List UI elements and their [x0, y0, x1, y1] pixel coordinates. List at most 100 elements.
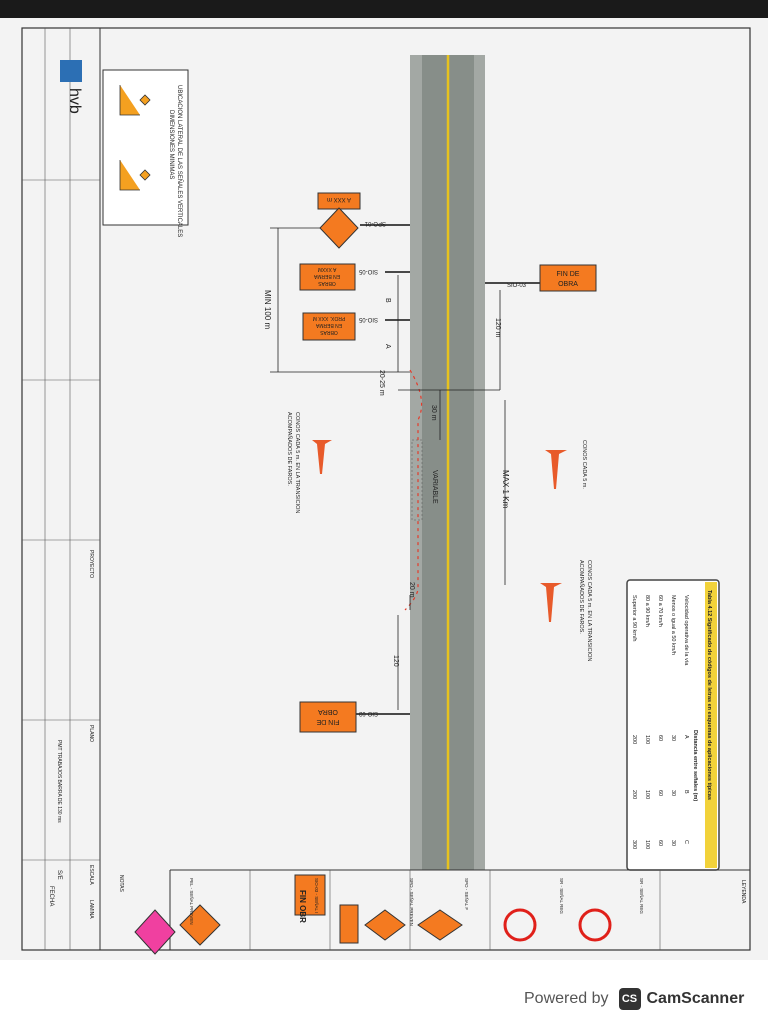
cone-icons	[312, 440, 567, 622]
hvb-logo-icon	[60, 60, 82, 82]
inset-subtitle: DIMENSIONES MINIMAS	[168, 110, 174, 179]
dim-20: 20 m	[408, 582, 415, 598]
fin-top-line2: OBRA	[558, 281, 578, 288]
note-cones-right-transition-1: CONOS CADA 5 m. EN LA TRANSICION	[586, 560, 592, 661]
fin-top-line1: FIN DE	[557, 271, 580, 278]
fin-bottom-code: SIO-03	[358, 710, 378, 716]
table-header-cell: B	[683, 790, 689, 794]
dim-120-bottom: 120	[392, 655, 399, 667]
inset-sign-sketch-icon	[119, 85, 151, 191]
table-cell: 200	[631, 735, 637, 744]
table-cell: 60 a 70 km/h	[657, 595, 663, 627]
sio05a-line2: EN BERMA	[313, 273, 340, 279]
scale-value: S/E	[56, 870, 62, 880]
sign-fin-de-obra-bottom: FIN DE OBRA SIO-03	[299, 701, 410, 733]
legend-item-label: SR - SEÑAL REG	[559, 878, 565, 914]
sio05a-code: SIO-05	[358, 268, 378, 274]
sign-sio-05-a: OBRAS EN BERMA A XXXM SIO-05	[299, 263, 410, 291]
table-cell: 60	[657, 735, 663, 741]
warning-sign-icon	[417, 909, 463, 941]
dim-20-25: 20-25 m	[378, 370, 385, 396]
cone-icon	[540, 583, 562, 622]
dim-max-1km: MAX 1 Km	[501, 470, 510, 509]
fin-top-code: SIO-03	[507, 283, 527, 289]
inset-title: UBICACION LATERAL DE LAS SEÑALES VERTICA…	[176, 85, 183, 237]
legend-item-label: SR - SEÑAL REG	[639, 878, 645, 914]
table-cell: 100	[644, 790, 650, 799]
sio05b-code: SIO-05	[358, 316, 378, 322]
info-sign-icon	[339, 904, 359, 944]
sio05b-line1: OBRAS	[320, 329, 338, 335]
note-cones-right: CONOS CADA 5 m.	[581, 440, 587, 489]
dimension-labels: MIN 100 m B A 20-25 m 30 m VARIABLE MAX …	[263, 290, 510, 667]
plan-title: PMT TRABAJOS BARRA DE 130 ms	[56, 740, 62, 823]
project-label: PROYECTO	[88, 550, 94, 578]
powered-by-text: Powered by	[524, 990, 609, 1007]
regulatory-sign-icon	[578, 908, 612, 942]
spo01-code: SPO-01	[364, 220, 386, 226]
table-cell: 30	[670, 735, 676, 741]
table-cell: 60	[657, 840, 663, 846]
men-at-work-sign-icon	[319, 207, 359, 249]
table-group-header: Distancia entre señales (m)	[692, 730, 698, 801]
table-cell: 80 a 90 km/h	[644, 595, 650, 627]
logo-text: hvb	[66, 88, 83, 114]
table-cell: 30	[670, 790, 676, 796]
note-cones-left-2: ACOMPAÑADOS DE FAROS.	[286, 412, 293, 486]
cone-taper-line	[404, 369, 423, 611]
legend-fin-sign: FIN OBR	[298, 890, 307, 923]
dim-variable: VARIABLE	[431, 470, 438, 504]
sio05b-line3: PROX. XXX M	[313, 315, 346, 321]
drawing-frame	[21, 27, 751, 951]
scale-label: ESCALA	[88, 865, 94, 885]
table-title: Tabla 4.12 Significado de códigos de let…	[706, 590, 712, 800]
sign-fin-de-obra-top: FIN DE OBRA SIO-03	[485, 264, 597, 292]
table-cell: Superior a 90 km/h	[631, 595, 637, 641]
camscanner-footer: Powered by CS CamScanner	[524, 984, 744, 1014]
spo01-text: A XXX m	[327, 196, 351, 202]
legend-item-label: SPO - SEÑAL PREVEN	[409, 878, 415, 926]
table-cell: 60	[657, 790, 663, 796]
chevron-sign-icon	[179, 904, 221, 946]
camscanner-brand: CS CamScanner	[618, 988, 745, 1010]
cone-icon	[545, 450, 567, 489]
warning-sign-icon	[364, 909, 406, 941]
sign-spo-01: A XXX m SPO-01	[317, 192, 410, 249]
table-cell: 200	[631, 790, 637, 799]
table-cell: 100	[644, 840, 650, 849]
letter-code-table: Tabla 4.12 Significado de códigos de let…	[626, 579, 720, 871]
scan-top-edge	[0, 0, 768, 18]
camscanner-brand-name: CamScanner	[646, 990, 745, 1007]
fin-bottom-line2: OBRA	[318, 708, 338, 715]
notes-label: NOTAS	[118, 875, 124, 893]
table-cell: 100	[644, 735, 650, 744]
camscanner-logo-icon: CS	[618, 988, 641, 1010]
date-label: FECHA	[48, 886, 54, 906]
legend-item-label: SIO-03 - SEÑAL I	[314, 878, 320, 913]
table-header-cell: C	[683, 840, 689, 844]
table-cell: 30	[670, 840, 676, 846]
table-cell: Menos o igual a 50 km/h	[670, 595, 676, 655]
dim-a: A	[384, 344, 391, 349]
road	[404, 55, 485, 870]
table-cell: 300	[631, 840, 637, 849]
table-header-cell: A	[683, 735, 689, 739]
dimensions	[270, 227, 506, 710]
sio05a-line3: A XXXM	[318, 266, 337, 272]
pink-warning-sign-icon	[134, 909, 176, 955]
work-zone	[411, 439, 423, 521]
fin-bottom-line1: FIN DE	[316, 718, 339, 725]
dim-30: 30 m	[430, 405, 437, 421]
note-cones-left-1: CONOS CADA 5 m. EN LA TRANSICION	[294, 412, 300, 513]
dim-min-100: MIN 100 m	[263, 290, 272, 329]
cone-icon	[312, 440, 332, 474]
title-block: hvb PROYECTO PLANO PMT TRABAJOS BARRA DE…	[22, 28, 101, 950]
sign-sio-05-b: OBRAS EN BERMA PROX. XXX M SIO-05	[302, 312, 410, 341]
lateral-location-inset: UBICACION LATERAL DE LAS SEÑALES VERTICA…	[102, 69, 189, 237]
sio05b-line2: EN BERMA	[315, 322, 342, 328]
fin-obra-sign-icon	[294, 874, 326, 916]
legend-title: LEYENDA	[740, 880, 746, 904]
dim-b: B	[384, 298, 391, 303]
no-entry-sign-icon	[503, 908, 537, 942]
